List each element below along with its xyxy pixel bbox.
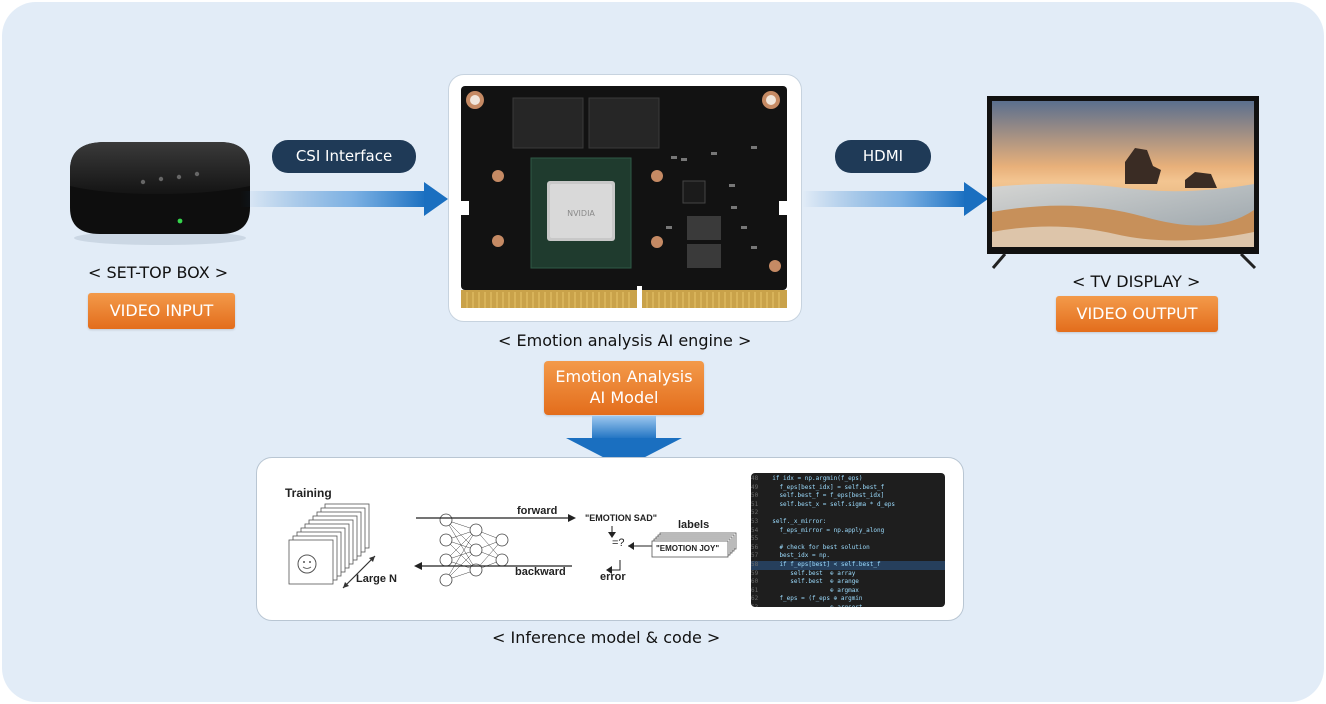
soc-chip-text: NVIDIA bbox=[567, 209, 595, 218]
jetson-module-image: NVIDIA bbox=[461, 86, 787, 310]
emotion-model-line1: Emotion Analysis bbox=[555, 367, 693, 386]
emotion-joy-label: "EMOTION JOY" bbox=[656, 544, 720, 553]
tv-display-image bbox=[987, 96, 1259, 270]
tv-display-caption: < TV DISPLAY > bbox=[1072, 272, 1201, 291]
emotion-model-line2: AI Model bbox=[589, 388, 659, 407]
training-label: Training bbox=[285, 486, 332, 500]
video-output-badge: VIDEO OUTPUT bbox=[1056, 296, 1218, 332]
compare-symbol: =? bbox=[612, 537, 625, 549]
inference-caption: < Inference model & code > bbox=[492, 628, 721, 647]
labels-stack-image bbox=[651, 532, 737, 558]
engine-caption: < Emotion analysis AI engine > bbox=[498, 331, 752, 350]
neural-network-image bbox=[414, 513, 576, 587]
video-input-badge: VIDEO INPUT bbox=[88, 293, 235, 329]
csi-interface-label: CSI Interface bbox=[272, 140, 416, 173]
set-top-box-caption: < SET-TOP BOX > bbox=[88, 263, 229, 282]
training-stack-image bbox=[288, 503, 376, 589]
emotion-sad-label: "EMOTION SAD" bbox=[585, 513, 658, 523]
error-label: error bbox=[600, 571, 626, 583]
backward-label: backward bbox=[515, 566, 566, 578]
hdmi-arrow bbox=[802, 182, 988, 216]
emotion-model-box: Emotion Analysis AI Model bbox=[544, 361, 704, 415]
hdmi-label: HDMI bbox=[835, 140, 931, 173]
down-arrow bbox=[566, 416, 682, 468]
labels-label: labels bbox=[678, 519, 710, 531]
csi-arrow bbox=[240, 182, 448, 216]
forward-label: forward bbox=[517, 505, 558, 517]
compare-arrows bbox=[606, 526, 652, 574]
large-n-label: Large N bbox=[356, 573, 397, 585]
set-top-box-image bbox=[70, 142, 250, 245]
code-screenshot: 48 if idx = np.argmin(f_eps) 49 f_eps[be… bbox=[751, 473, 945, 607]
